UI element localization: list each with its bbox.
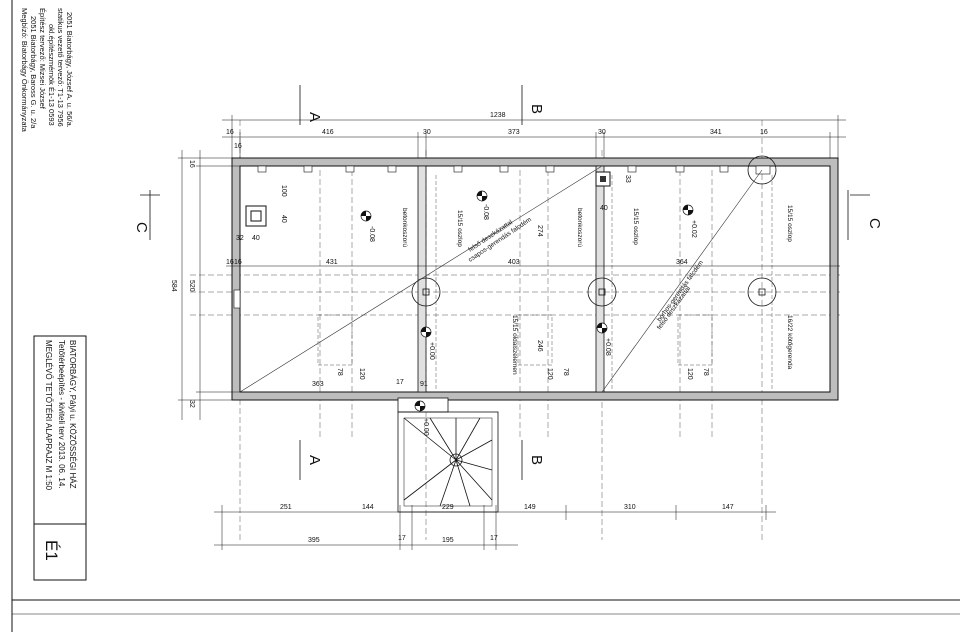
dim-40: 40 (600, 205, 608, 212)
title-block: BIATORBÁGY, Pályi u. KÖZÖSSÉGI HÁZ Tetőt… (33, 335, 87, 581)
section-mark-b-top: B (528, 104, 545, 114)
title-line-3: MEGLÉVŐ TETŐTÉRI ALAPRAJZ M 1:50 (44, 340, 53, 491)
bottom-dimension-lines (214, 505, 776, 550)
note-oszlop: 15/15 oszlop (786, 205, 793, 242)
columns (411, 155, 777, 307)
dim-left-total: 584 (170, 280, 177, 292)
dim-33: 33 (624, 175, 631, 183)
section-mark-a-top: A (306, 112, 323, 122)
left-dimension-lines (178, 150, 240, 420)
dim-top: 373 (508, 129, 520, 136)
dim-total: 1238 (490, 112, 506, 119)
dim-chimney: 100 (280, 185, 287, 197)
sheet-number: É1 (42, 540, 61, 561)
dim-room: 403 (508, 259, 520, 266)
dim-78: 78 (702, 368, 709, 376)
section-mark-a-bottom: A (306, 455, 323, 465)
chimney (245, 205, 267, 227)
building-walls (231, 157, 839, 413)
dim-bottom: 229 (442, 504, 454, 511)
level-label: +0.00 (428, 342, 435, 360)
client-line: okl.építészmérnök É1-13 0593 (47, 24, 56, 126)
section-mark-c-left: C (133, 222, 150, 233)
dim-363: 363 (312, 381, 324, 388)
dim-246: 246 (536, 340, 543, 352)
client-line: 2051 Biatorbágy, Baross G. u. 2/a (29, 16, 38, 129)
top-dimension-lines (222, 115, 846, 158)
note-kotogerenda: 16/22 kötőgerenda (786, 315, 793, 370)
dim-small: 16 (234, 143, 242, 150)
note-oszlop: 15/15 oszlop (456, 210, 463, 247)
dim-bottom-2: 17 (398, 535, 406, 542)
dim-78: 78 (562, 368, 569, 376)
dim-small: 16 (226, 259, 234, 266)
section-mark-b-bottom: B (528, 455, 545, 465)
dim-bottom: 144 (362, 504, 374, 511)
dim-room: 431 (326, 259, 338, 266)
dim-bottom-2: 395 (308, 537, 320, 544)
title-line-2: Tetőtérbeépítés - kiviteli terv 2013. 06… (57, 340, 66, 489)
dim-91: 91 (420, 381, 428, 388)
roof-diagonals (239, 165, 763, 393)
client-line: Megbízó: Biatorbágy Önkormányzata (20, 8, 29, 133)
dim-120: 120 (358, 368, 365, 380)
dim-bottom: 147 (722, 504, 734, 511)
section-markers (140, 85, 870, 480)
dim-bottom: 251 (280, 504, 292, 511)
dim-small: 16 (188, 160, 195, 168)
note-oldalszelemen: 15/15 oldalszelemen (511, 315, 518, 375)
dim-top: 16 (760, 129, 768, 136)
client-info: Megbízó: Biatorbágy Önkormányzata 2051 B… (20, 8, 74, 133)
dim-120: 120 (546, 368, 553, 380)
dim-small: 16 (234, 259, 242, 266)
client-line: statikus vezető tervező: T1-13 7956 (56, 8, 65, 127)
dim-top: 416 (322, 129, 334, 136)
dim-left-inner: 520 (188, 280, 195, 292)
dim-bottom: 149 (524, 504, 536, 511)
note-betonkoszoru: betonkoszorú (401, 208, 408, 247)
level-label: -0.08 (482, 204, 489, 220)
dim-274: 274 (536, 225, 543, 237)
dim-40: 40 (252, 235, 260, 242)
dim-top: 16 (226, 129, 234, 136)
title-line-1: BIATORBÁGY, Pályi u. KÖZÖSSÉGI HÁZ (68, 340, 77, 489)
level-markers (360, 190, 694, 412)
note-oszlop: 15/15 oszlop (632, 208, 639, 245)
client-line: 2051 Biatorbágy, József A. u. 56/a. (65, 12, 74, 128)
dim-17: 17 (396, 379, 404, 386)
dim-120: 120 (686, 368, 693, 380)
dim-chimney: 40 (280, 215, 287, 223)
level-label: +0.08 (604, 338, 611, 356)
dim-top: 30 (598, 129, 606, 136)
level-label: +0.00 (422, 418, 429, 436)
dim-78: 78 (336, 368, 343, 376)
section-mark-c-right: C (866, 218, 883, 229)
client-line: Építész tervező: Mizsei József (38, 8, 47, 110)
dim-bottom-2: 195 (442, 537, 454, 544)
dim-32: 32 (236, 235, 244, 242)
dim-top: 341 (710, 129, 722, 136)
level-label: +0.02 (690, 220, 697, 238)
note-betonkoszoru: betonkoszorú (576, 208, 583, 247)
dim-room: 364 (676, 259, 688, 266)
level-label: -0.08 (368, 226, 375, 242)
dim-top: 30 (423, 129, 431, 136)
dim-bottom: 310 (624, 504, 636, 511)
dim-left-32: 32 (188, 400, 195, 408)
dim-bottom-2: 17 (490, 535, 498, 542)
